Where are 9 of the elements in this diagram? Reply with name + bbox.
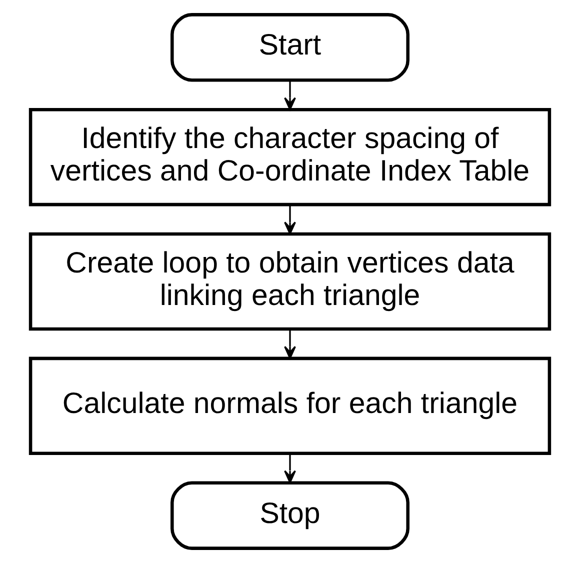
node-box: Stop xyxy=(170,481,409,550)
arrow xyxy=(284,330,296,359)
node-box: Start xyxy=(170,13,409,82)
node-box: Create loop to obtain vertices data linking each triangle xyxy=(28,232,551,331)
node-box: Calculate normals for each triangle xyxy=(28,356,551,456)
arrow xyxy=(284,80,296,110)
node-box: Identify the character spacing of vertices and Co-ordinate Index Table xyxy=(28,108,551,206)
arrow xyxy=(284,454,296,484)
arrow xyxy=(284,205,296,235)
